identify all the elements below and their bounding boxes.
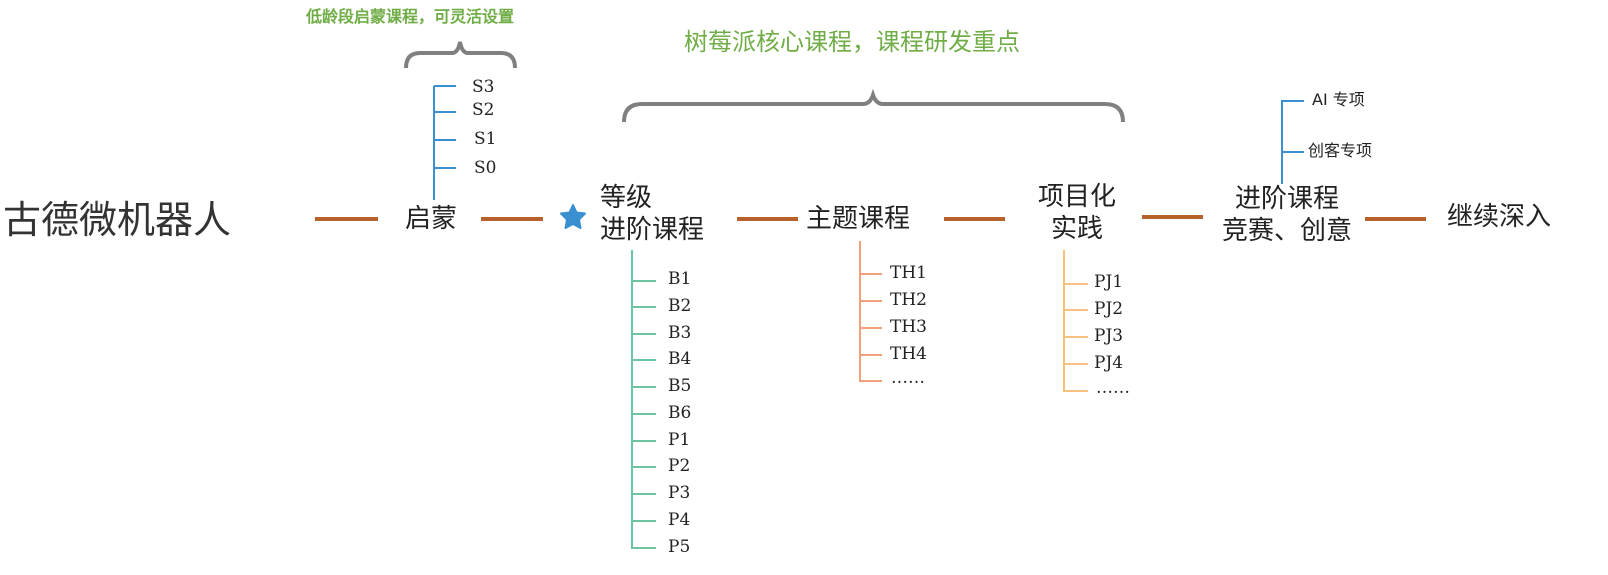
branch-item: B2 — [668, 296, 692, 316]
stage-jinjie-line2: 竞赛、创意 — [1221, 216, 1352, 246]
brace-core — [622, 88, 1125, 123]
stage-xiangmu: 项目化 实践 — [1032, 181, 1122, 245]
main-title: 古德微机器人 — [3, 198, 232, 242]
branch-item: …… — [1096, 378, 1130, 398]
branch-item: …… — [891, 368, 925, 388]
annotation-core: 树莓派核心课程，课程研发重点 — [684, 28, 1020, 56]
branch-item: P5 — [668, 537, 691, 557]
branch-item: B5 — [668, 376, 692, 396]
branch-item: 创客专项 — [1308, 141, 1373, 160]
branch-item: S1 — [474, 129, 497, 149]
branch-item: S2 — [472, 100, 495, 120]
branch-item: B6 — [668, 403, 692, 423]
branch-item: S0 — [474, 158, 497, 178]
branch-item: TH1 — [890, 263, 927, 283]
stage-xiangmu-line1: 项目化 — [1037, 182, 1116, 212]
stage-jinjie-line1: 进阶课程 — [1234, 184, 1339, 214]
stage-dengji: 等级 进阶课程 — [600, 182, 704, 246]
branch-item: PJ1 — [1094, 272, 1124, 292]
branch-item: TH2 — [890, 290, 927, 310]
stage-xiangmu-line2: 实践 — [1050, 214, 1103, 244]
branch-item: TH4 — [890, 344, 927, 364]
branch-item: PJ3 — [1094, 326, 1124, 346]
star-icon — [560, 204, 586, 229]
branch-item: PJ2 — [1094, 299, 1124, 319]
branch-item: S3 — [472, 77, 495, 97]
branch-item: TH3 — [890, 317, 927, 337]
branch-item: P3 — [668, 483, 691, 503]
branch-item: PJ4 — [1094, 353, 1124, 373]
branch-item: B4 — [668, 349, 692, 369]
stage-zhuti: 主题课程 — [806, 204, 911, 234]
branch-item: B3 — [668, 323, 692, 343]
stage-jinjie: 进阶课程 竞赛、创意 — [1212, 183, 1362, 247]
branch-item: P1 — [668, 430, 691, 450]
stage-dengji-line1: 等级 — [600, 183, 653, 213]
branch-item: P4 — [668, 510, 691, 530]
branch-item: B1 — [668, 269, 692, 289]
stage-qimeng: 启蒙 — [405, 204, 458, 234]
branch-item: P2 — [668, 456, 691, 476]
stage-dengji-line2: 进阶课程 — [600, 215, 705, 245]
branch-item: AI 专项 — [1312, 90, 1365, 109]
brace-low-age — [404, 41, 517, 69]
annotation-low-age: 低龄段启蒙课程，可灵活设置 — [306, 7, 515, 26]
stage-shenru: 继续深入 — [1447, 202, 1552, 232]
